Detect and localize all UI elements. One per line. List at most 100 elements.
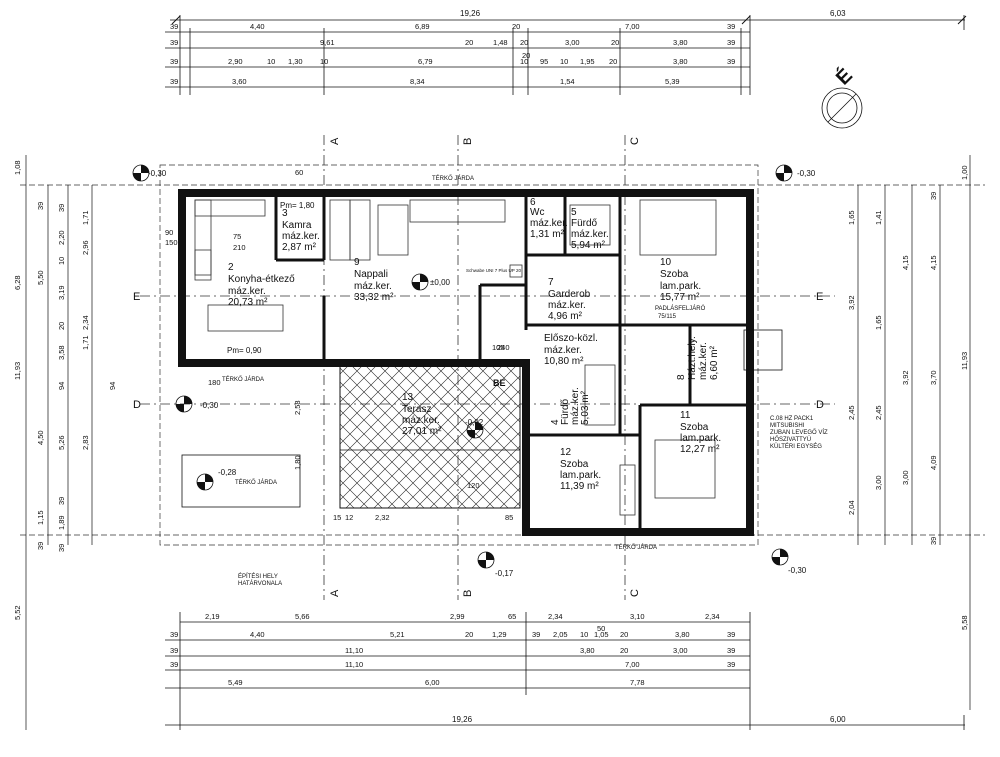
open-dim-0: 90 bbox=[165, 228, 173, 237]
room-11-label: 11 Szoba lam.park. 12,27 m² bbox=[680, 410, 721, 455]
open-dim-4: 75 bbox=[233, 232, 241, 241]
attic-hatch: PADLÁSFELJÁRÓ bbox=[655, 305, 706, 312]
room-9-num: 9 bbox=[354, 257, 360, 268]
dim-r-in-7: 2,45 bbox=[874, 405, 883, 420]
dim-b-total: 19,26 bbox=[452, 715, 473, 724]
attic-hatch-size: 75/115 bbox=[658, 314, 677, 320]
dim-b2-6: 2,05 bbox=[553, 630, 568, 639]
top-total-dim: 19,26 bbox=[460, 9, 481, 18]
room-5-area: 5,94 m² bbox=[571, 240, 606, 251]
dim-t2-8: 39 bbox=[727, 38, 735, 47]
dim-l-in2-2: 2,34 bbox=[81, 315, 90, 330]
bottom-dimension-chains: 2,19 5,66 2,99 65 2,34 3,10 2,34 50 39 4… bbox=[165, 612, 965, 730]
room-3-name: Kamra bbox=[282, 220, 312, 231]
level-markers bbox=[132, 164, 793, 569]
axis-e-right: E bbox=[816, 291, 823, 303]
top-dimension-chains: 19,26 6,03 39 4,40 6,89 20 7,00 39 39 9,… bbox=[165, 9, 967, 95]
open-dim-11: 2,32 bbox=[375, 513, 390, 522]
open-dim-1: 150 bbox=[165, 238, 178, 247]
dim-t4-0: 39 bbox=[170, 77, 178, 86]
dim-b3-1: 11,10 bbox=[345, 646, 363, 655]
room-10-floor: lam.park. bbox=[660, 281, 701, 292]
dim-t3-0: 39 bbox=[170, 57, 178, 66]
dim-b2-2: 5,21 bbox=[390, 630, 405, 639]
room-10-name: Szoba bbox=[660, 269, 689, 280]
dim-r-in2-4: 39 bbox=[929, 537, 938, 545]
dim-t4-2: 8,34 bbox=[410, 77, 425, 86]
room-6-label: 6 Wc máz.ker. 1,31 m² bbox=[530, 197, 568, 240]
room-11-num: 11 bbox=[680, 410, 691, 421]
dim-l-in-8: 39 bbox=[57, 497, 66, 505]
dim-l-in-7: 5,26 bbox=[57, 435, 66, 450]
room-11-floor: lam.park. bbox=[680, 433, 721, 444]
room-3-area: 2,87 m² bbox=[282, 242, 317, 253]
dim-r-in3-2: 3,00 bbox=[901, 470, 910, 485]
boundary-line-1: HATÁRVONALA bbox=[238, 580, 282, 587]
dim-b5-0: 5,49 bbox=[228, 678, 243, 687]
dim-t2-7: 3,80 bbox=[673, 38, 688, 47]
axis-d-right: D bbox=[816, 399, 824, 411]
dim-r-in-5: 1,65 bbox=[874, 315, 883, 330]
dim-b2-11: 39 bbox=[727, 630, 735, 639]
dim-t4-3: 1,54 bbox=[560, 77, 575, 86]
dim-b4-0: 39 bbox=[170, 660, 178, 669]
level-zero: ±0,00 bbox=[430, 278, 451, 287]
dim-b-right: 6,00 bbox=[830, 715, 846, 724]
dim-b2-extra: 50 bbox=[597, 624, 605, 633]
dim-r-a-9: 2,04 bbox=[847, 500, 856, 515]
dim-b4-2: 7,00 bbox=[625, 660, 640, 669]
north-arrow: É bbox=[821, 64, 863, 129]
room-4-area: 5,03 m² bbox=[580, 390, 591, 425]
dim-b4-3: 39 bbox=[727, 660, 735, 669]
dim-r-in-1: 1,41 bbox=[874, 210, 883, 225]
room-12-name: Szoba bbox=[560, 459, 589, 470]
level-terrace: -0,02 bbox=[465, 418, 484, 427]
pavement-left: TÉRKŐ JÁRDA bbox=[222, 376, 264, 383]
room-4-num: 4 bbox=[550, 419, 561, 425]
dim-b4-1: 11,10 bbox=[345, 660, 363, 669]
dim-l-in2-3: 1,71 bbox=[81, 335, 90, 350]
level-tl: -0,30 bbox=[148, 169, 167, 178]
dim-b1-3: 65 bbox=[508, 612, 516, 621]
axis-a-bottom: A bbox=[329, 589, 341, 597]
dim-r-a-1: 1,65 bbox=[847, 210, 856, 225]
room-3-floor: máz.ker. bbox=[282, 231, 320, 242]
dim-b1-4: 2,34 bbox=[548, 612, 563, 621]
pm-pantry: Pm= 1,80 bbox=[280, 201, 315, 210]
open-dim-2: 210 bbox=[233, 243, 246, 252]
dim-b1-1: 5,66 bbox=[295, 612, 310, 621]
dim-t1-2: 6,89 bbox=[415, 22, 430, 31]
room-9-name: Nappali bbox=[354, 269, 388, 280]
dim-b3-5: 39 bbox=[727, 646, 735, 655]
dim-b2-10: 3,80 bbox=[675, 630, 690, 639]
room-2-num: 2 bbox=[228, 262, 234, 273]
dim-l-mid-3: 1,15 bbox=[36, 510, 45, 525]
room-labels: 2 Konyha-étkező máz.ker. 20,73 m² 3 Kamr… bbox=[228, 197, 721, 492]
dim-r-a-4: 3,92 bbox=[847, 295, 856, 310]
dim-t3-5: 6,79 bbox=[418, 57, 433, 66]
dim-t1-4: 7,00 bbox=[625, 22, 640, 31]
room-10-num: 10 bbox=[660, 257, 672, 268]
open-dim-5: 240 bbox=[497, 343, 510, 352]
room-8-floor: máz.ker. bbox=[698, 342, 709, 380]
dim-l-in-6: 94 bbox=[57, 382, 66, 390]
room-12-num: 12 bbox=[560, 447, 572, 458]
dim-l-in-5: 3,58 bbox=[57, 345, 66, 360]
boundary-line-0: ÉPÍTÉSI HELY bbox=[238, 573, 278, 580]
room-hall-area: 10,80 m² bbox=[544, 356, 584, 367]
room-8-num: 8 bbox=[676, 374, 687, 380]
hvac-line-3: HŐSZIVATTYÚ bbox=[770, 436, 811, 443]
dim-t3-8: 10 bbox=[560, 57, 568, 66]
walls bbox=[178, 189, 754, 536]
dim-r-in2-2: 4,09 bbox=[929, 455, 938, 470]
level-terr: -0,28 bbox=[218, 468, 237, 477]
room-8-area: 6,60 m² bbox=[709, 345, 720, 380]
dim-r-in2-0: 4,15 bbox=[929, 255, 938, 270]
open-dim-12: 85 bbox=[505, 513, 513, 522]
axis-b-bottom: B bbox=[462, 590, 474, 597]
dim-l-outer-3: 5,52 bbox=[13, 605, 22, 620]
open-dim-14: 2,58 bbox=[293, 400, 302, 415]
dim-r-in-8: 3,00 bbox=[874, 475, 883, 490]
room-4-label: 4 Fürdő máz.ker. 5,03 m² bbox=[550, 387, 591, 425]
